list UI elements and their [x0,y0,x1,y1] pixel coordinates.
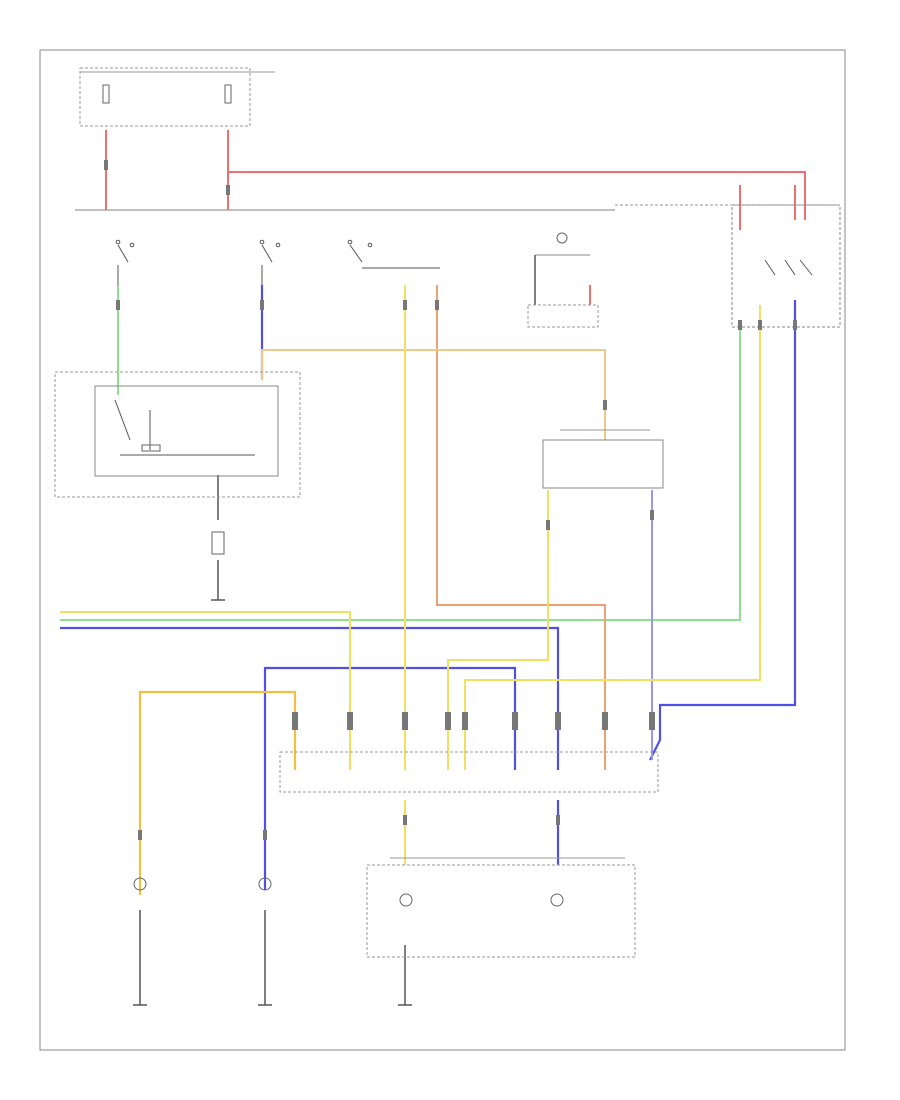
diagram-frame [39,49,846,1051]
green-wires [60,285,741,621]
left-turn-indicator [399,893,413,907]
hazard-switch [731,204,841,328]
right-turn-indicator [550,893,564,907]
turn-flasher-unit [54,371,301,498]
instrument-cluster [366,857,636,958]
red-wires [105,130,806,305]
tan-wires [261,349,606,440]
headlight-switch [115,239,440,285]
turn-signal-switch-module [542,429,664,489]
orange-wires [436,285,606,770]
black-wires [139,255,536,1005]
combination-switch-connector [279,712,659,793]
fuse-left [102,84,110,104]
blue-wires [60,285,797,890]
fuse-right [224,84,232,104]
illumination-lamp [527,232,599,328]
ground-flasher [211,531,225,601]
right-front-turn-lamp [258,877,272,891]
fuse-box [79,67,275,127]
wire-connectors [104,160,797,840]
amber-wires [138,690,297,895]
left-front-turn-lamp [133,877,147,891]
